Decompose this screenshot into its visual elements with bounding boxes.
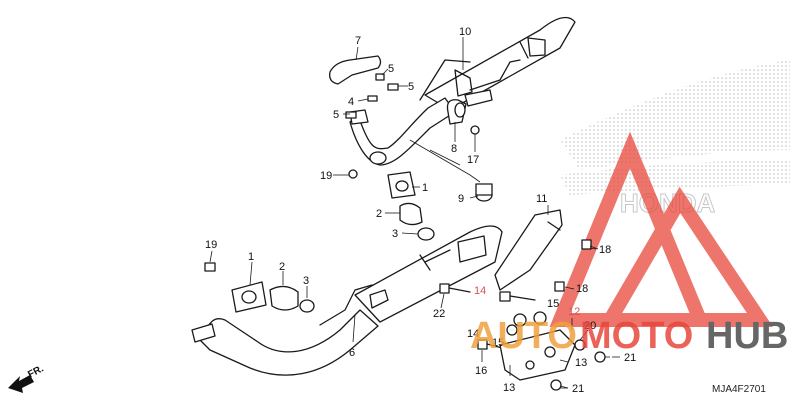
brand-hub: HUB bbox=[706, 315, 788, 357]
callout-5a: 5 bbox=[388, 63, 394, 75]
callout-13a: 13 bbox=[575, 357, 587, 369]
callout-10: 10 bbox=[459, 26, 471, 38]
leader-lines bbox=[209, 37, 610, 389]
callout-22: 22 bbox=[433, 308, 445, 320]
brand-auto: AUTO bbox=[470, 315, 577, 357]
callout-14b: 14 bbox=[467, 328, 479, 340]
label-dashes bbox=[560, 247, 620, 389]
honda-wing-logo: HONDA bbox=[560, 60, 790, 219]
callout-16: 16 bbox=[475, 365, 487, 377]
callout-21b: 21 bbox=[572, 383, 584, 395]
clips bbox=[345, 73, 399, 119]
callout-15a: 15 bbox=[547, 298, 559, 310]
callout-1a: 1 bbox=[422, 182, 428, 194]
callout-5b: 5 bbox=[408, 81, 414, 93]
callout-9: 9 bbox=[458, 193, 464, 205]
bracket-11 bbox=[494, 209, 563, 291]
callout-11: 11 bbox=[536, 193, 547, 205]
callout-2b: 2 bbox=[279, 261, 285, 273]
callout-6: 6 bbox=[349, 347, 355, 359]
direction-label: FR. bbox=[26, 363, 46, 380]
callout-21a: 21 bbox=[624, 352, 636, 364]
upper-muffler bbox=[349, 16, 576, 166]
watermark-triangle bbox=[549, 131, 774, 327]
heat-shield-7 bbox=[329, 55, 382, 85]
callout-19b: 19 bbox=[205, 239, 217, 251]
gasket-9 bbox=[475, 183, 493, 202]
callout-5c: 5 bbox=[333, 109, 339, 121]
callout-17: 17 bbox=[467, 154, 479, 166]
watermark-brand: AUTO MOTO HUB bbox=[470, 315, 788, 357]
collar-upper bbox=[399, 202, 435, 241]
clamp-8 bbox=[446, 99, 480, 135]
bracket-12 bbox=[499, 329, 606, 391]
callout-18a: 18 bbox=[599, 244, 611, 256]
diagram-code: MJA4F2701 bbox=[712, 384, 766, 395]
callout-labels: 10 7 5 5 4 5 8 17 19 1 2 3 9 11 18 19 1 … bbox=[205, 26, 636, 395]
brand-moto: MOTO bbox=[580, 315, 693, 357]
lower-muffler bbox=[191, 225, 503, 376]
callout-7: 7 bbox=[355, 35, 361, 47]
callout-4: 4 bbox=[348, 96, 354, 108]
callout-12: 12 bbox=[568, 306, 580, 318]
callout-20: 20 bbox=[584, 320, 596, 332]
callout-18b: 18 bbox=[576, 283, 588, 295]
callout-2a: 2 bbox=[376, 208, 382, 220]
flange-upper bbox=[348, 169, 416, 199]
callout-13b: 13 bbox=[503, 382, 515, 394]
callout-3b: 3 bbox=[303, 275, 309, 287]
callout-14a: 14 bbox=[474, 285, 486, 297]
callout-19a: 19 bbox=[320, 170, 332, 182]
callout-1b: 1 bbox=[248, 251, 254, 263]
callout-8: 8 bbox=[451, 143, 457, 155]
callout-3a: 3 bbox=[392, 228, 398, 240]
lower-flange-set bbox=[204, 262, 315, 313]
callout-15b: 15 bbox=[492, 337, 504, 349]
front-direction-arrow: FR. bbox=[8, 363, 46, 393]
bolts bbox=[439, 239, 592, 351]
